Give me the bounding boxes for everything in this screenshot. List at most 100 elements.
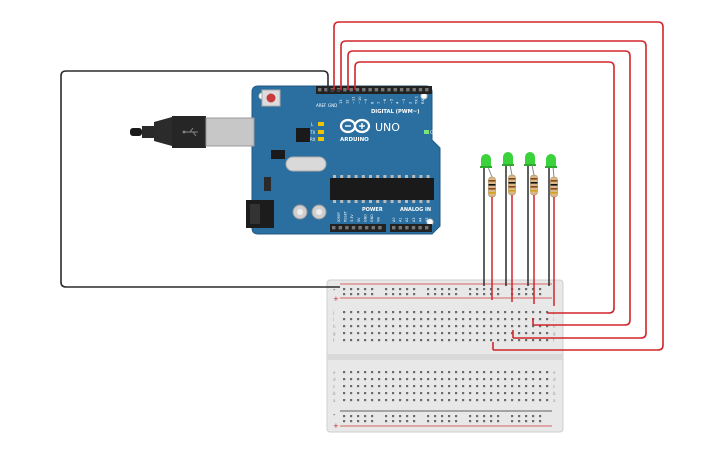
- breadboard-hole: [462, 339, 465, 342]
- breadboard-hole: [357, 399, 360, 402]
- breadboard-hole: [469, 378, 472, 381]
- header-hole: [362, 88, 366, 92]
- breadboard-hole: [518, 318, 521, 321]
- breadboard-hole: [539, 378, 542, 381]
- breadboard-hole: [455, 392, 458, 395]
- digital-header-strip: [316, 86, 432, 94]
- rail-hole: [371, 415, 374, 418]
- breadboard-hole: [441, 318, 444, 321]
- breadboard-hole: [392, 311, 395, 314]
- rail-hole: [469, 293, 472, 296]
- rail-hole: [455, 420, 458, 423]
- breadboard-hole: [525, 371, 528, 374]
- breadboard-hole: [385, 311, 388, 314]
- breadboard-hole: [518, 392, 521, 395]
- breadboard-hole: [343, 385, 346, 388]
- header-hole: [418, 226, 422, 230]
- rail-hole: [490, 293, 493, 296]
- breadboard-hole: [357, 339, 360, 342]
- green-led: [525, 152, 535, 162]
- breadboard-hole: [371, 378, 374, 381]
- breadboard-hole: [525, 399, 528, 402]
- breadboard-hole: [406, 318, 409, 321]
- row-letter: j: [332, 310, 334, 315]
- breadboard-hole: [476, 318, 479, 321]
- header-hole: [351, 226, 356, 230]
- row-letter: b: [333, 391, 336, 396]
- rail-hole: [539, 420, 542, 423]
- rail-hole: [357, 415, 360, 418]
- rail-hole: [448, 415, 451, 418]
- breadboard-hole: [483, 332, 486, 335]
- breadboard-hole: [399, 311, 402, 314]
- row-letter: i: [553, 317, 554, 322]
- breadboard-hole: [371, 371, 374, 374]
- breadboard-hole: [490, 339, 493, 342]
- rail-hole: [518, 288, 521, 291]
- breadboard-hole: [511, 332, 514, 335]
- rail-hole: [343, 420, 346, 423]
- breadboard-hole: [455, 311, 458, 314]
- breadboard-hole: [399, 371, 402, 374]
- breadboard-hole: [469, 392, 472, 395]
- led-rim: [480, 166, 492, 168]
- breadboard-hole: [532, 311, 535, 314]
- rail-hole: [532, 288, 535, 291]
- breadboard-hole: [525, 378, 528, 381]
- breadboard-hole: [469, 318, 472, 321]
- breadboard-hole: [364, 332, 367, 335]
- breadboard-hole: [525, 392, 528, 395]
- brand-label: ARDUINO: [340, 137, 369, 143]
- chip-pin: [405, 175, 408, 178]
- breadboard-hole: [350, 332, 353, 335]
- breadboard-hole: [532, 392, 535, 395]
- breadboard-hole: [490, 392, 493, 395]
- breadboard-hole: [469, 332, 472, 335]
- breadboard-hole: [371, 325, 374, 328]
- breadboard-hole: [469, 339, 472, 342]
- digital-pin-label: ~6: [383, 98, 387, 104]
- rail-hole: [392, 420, 395, 423]
- breadboard-hole: [532, 385, 535, 388]
- breadboard-hole: [448, 392, 451, 395]
- rail-hole: [385, 288, 388, 291]
- rail-hole: [448, 288, 451, 291]
- breadboard-hole: [434, 371, 437, 374]
- breadboard-hole: [357, 371, 360, 374]
- breadboard-hole: [518, 325, 521, 328]
- breadboard-hole: [371, 392, 374, 395]
- rail-hole: [434, 293, 437, 296]
- header-hole: [405, 226, 409, 230]
- breadboard-hole: [343, 339, 346, 342]
- breadboard-hole: [406, 311, 409, 314]
- chip-pin: [347, 175, 351, 178]
- resistor-band: [488, 188, 496, 190]
- led-rim: [524, 164, 536, 166]
- rail-hole: [497, 293, 500, 296]
- chip-pin: [412, 200, 416, 203]
- usb-chip: [296, 128, 310, 142]
- digital-pin-label: ~9: [364, 98, 368, 104]
- breadboard-hole: [371, 399, 374, 402]
- digital-pin-label: 13: [339, 99, 343, 104]
- rail-hole: [525, 420, 528, 423]
- power-pin-label: IOREF: [337, 212, 341, 222]
- breadboard-hole: [497, 339, 500, 342]
- green-led: [546, 154, 556, 164]
- breadboard-hole: [546, 378, 549, 381]
- breadboard-hole: [350, 311, 353, 314]
- header-hole: [368, 88, 372, 92]
- rail-hole: [455, 288, 458, 291]
- rail-hole: [392, 288, 395, 291]
- breadboard-hole: [476, 311, 479, 314]
- digital-pin-label: 2: [408, 102, 412, 104]
- breadboard-hole: [350, 325, 353, 328]
- rail-hole: [448, 293, 451, 296]
- crystal-oscillator: [285, 156, 327, 172]
- rail-hole: [476, 288, 479, 291]
- analog-pin-label: A0: [392, 218, 396, 222]
- usb-icon: [182, 127, 198, 137]
- breadboard-hole: [420, 392, 423, 395]
- rail-hole: [448, 420, 451, 423]
